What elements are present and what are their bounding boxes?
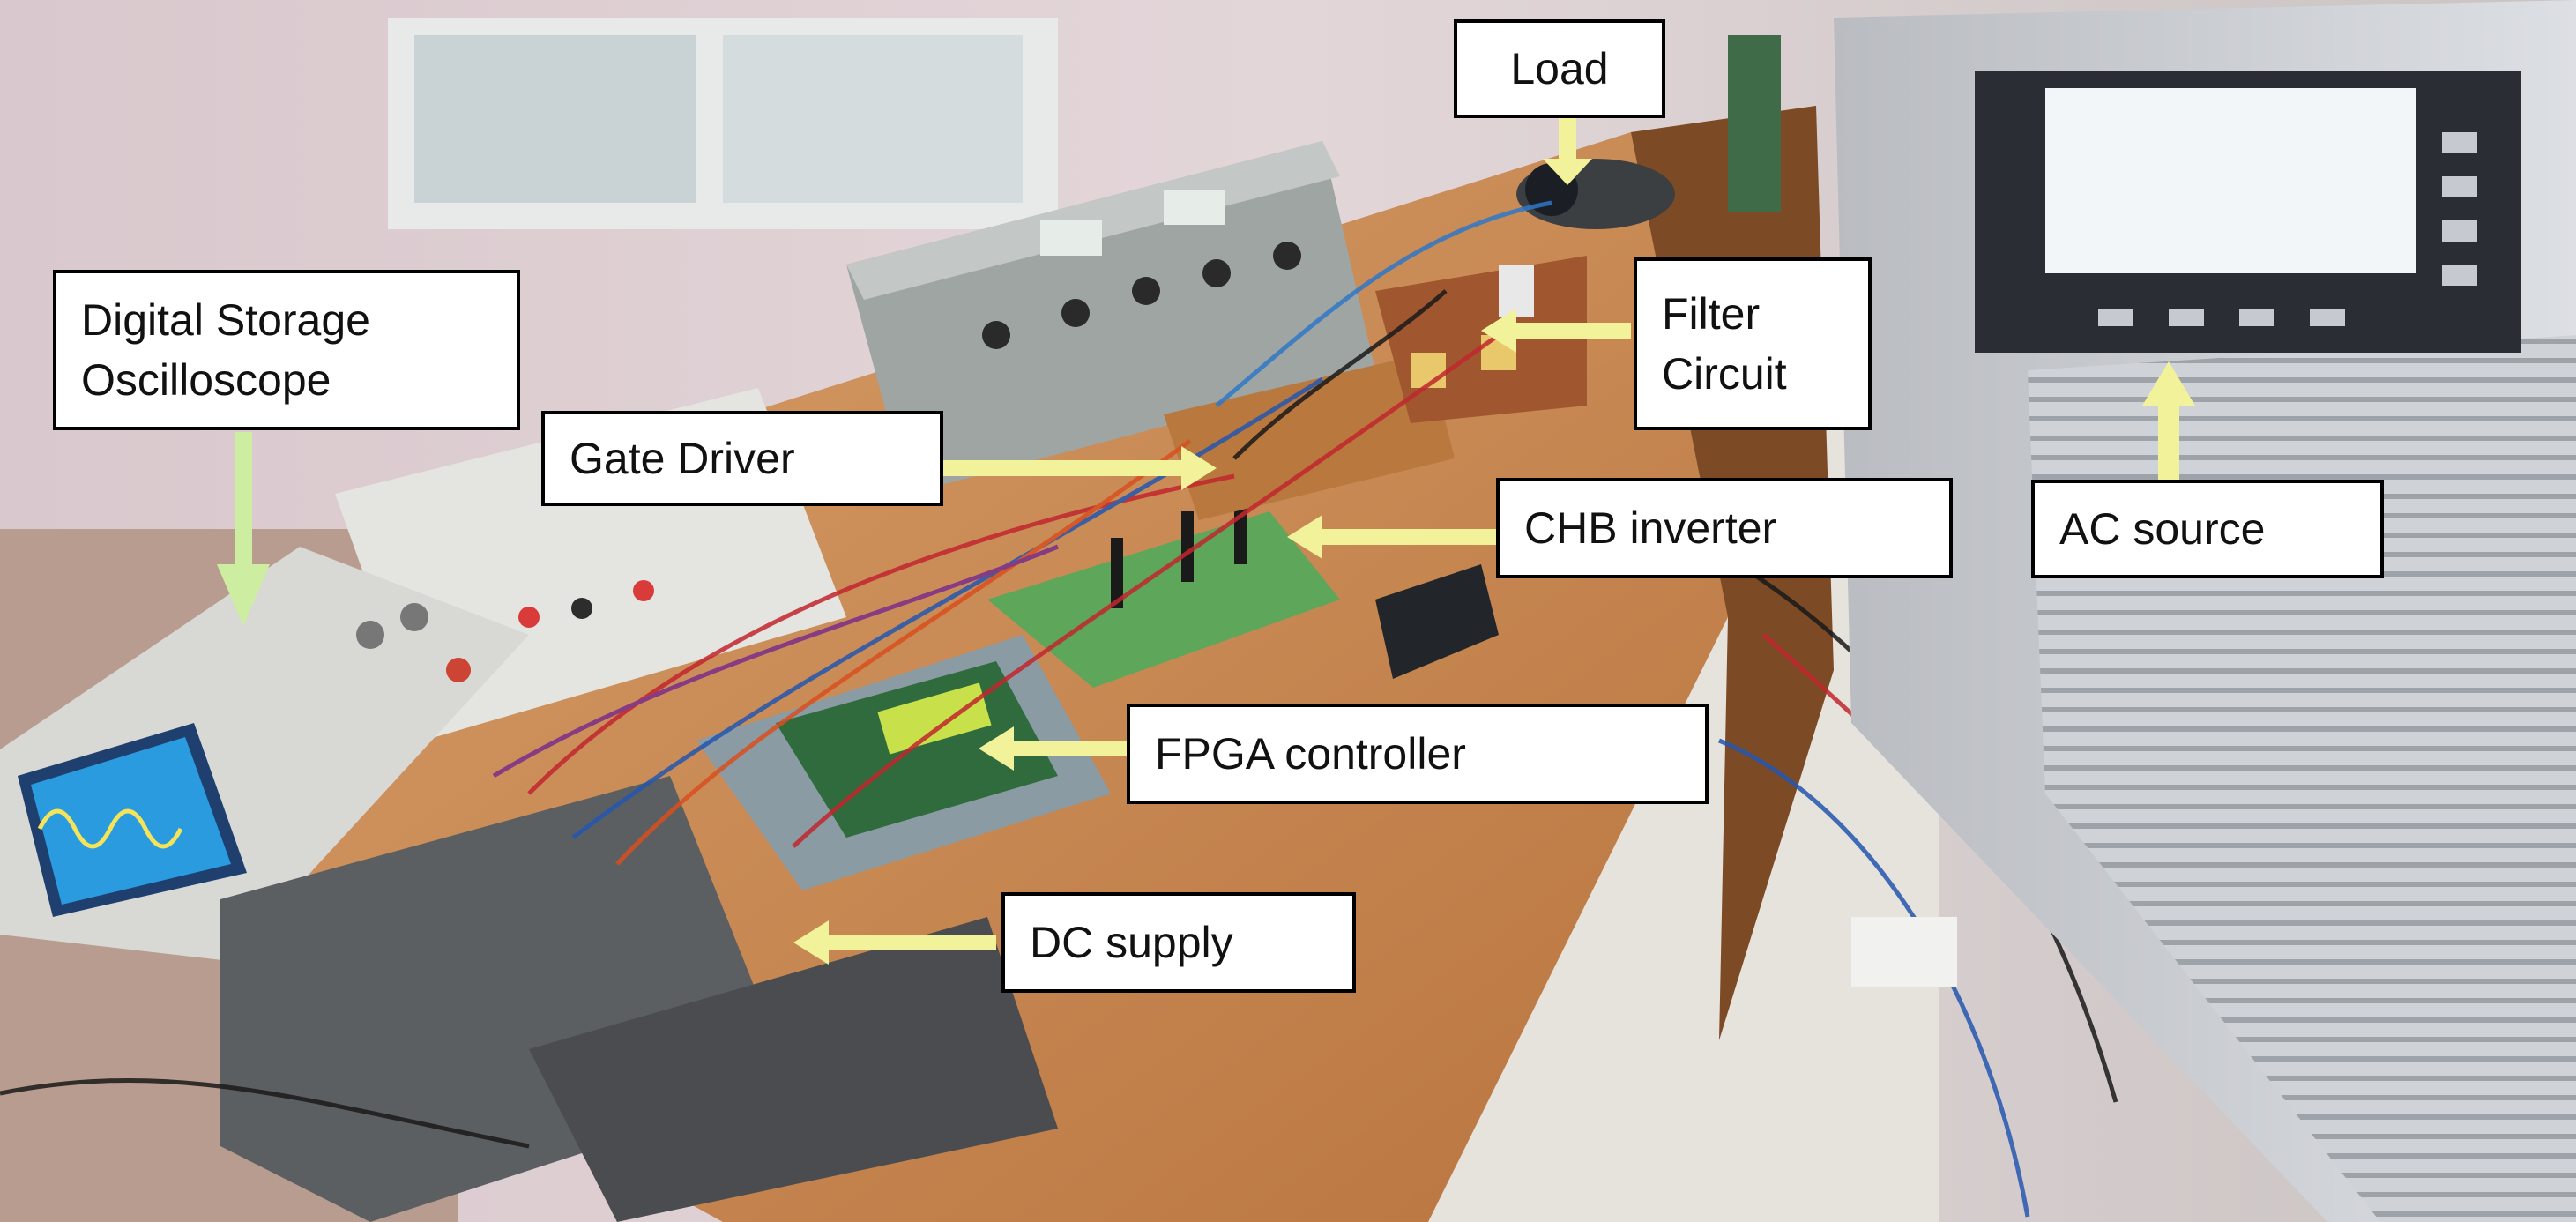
label-load-text: Load	[1510, 44, 1609, 93]
ac-source-display	[2045, 88, 2416, 273]
label-filter-line1: Filter	[1662, 289, 1761, 339]
label-dc-supply: DC supply	[1001, 892, 1356, 993]
power-socket	[1851, 917, 1957, 987]
label-load: Load	[1454, 19, 1665, 118]
label-ac-source-text: AC source	[2059, 504, 2266, 554]
label-dso-line1: Digital Storage	[81, 295, 370, 345]
label-fpga-controller-text: FPGA controller	[1155, 729, 1466, 779]
chb-inverter-board	[987, 511, 1340, 688]
label-dso-line2: Oscilloscope	[81, 355, 331, 405]
label-chb-inverter: CHB inverter	[1496, 478, 1953, 578]
label-filter-circuit: Filter Circuit	[1634, 257, 1872, 430]
label-gate-driver: Gate Driver	[541, 411, 943, 506]
label-ac-source: AC source	[2031, 480, 2384, 578]
current-probe	[1375, 564, 1499, 679]
power-supply-unit	[846, 141, 1375, 494]
label-dc-supply-text: DC supply	[1030, 918, 1233, 967]
label-fpga-controller: FPGA controller	[1127, 704, 1709, 804]
label-chb-inverter-text: CHB inverter	[1524, 503, 1777, 553]
gate-driver-board	[1164, 353, 1455, 520]
label-gate-driver-text: Gate Driver	[570, 434, 795, 483]
pointer-arrows	[217, 115, 2195, 965]
label-filter-line2: Circuit	[1662, 349, 1787, 399]
oscilloscope-screen	[31, 737, 231, 905]
label-digital-storage-oscilloscope: Digital Storage Oscilloscope	[53, 270, 520, 430]
